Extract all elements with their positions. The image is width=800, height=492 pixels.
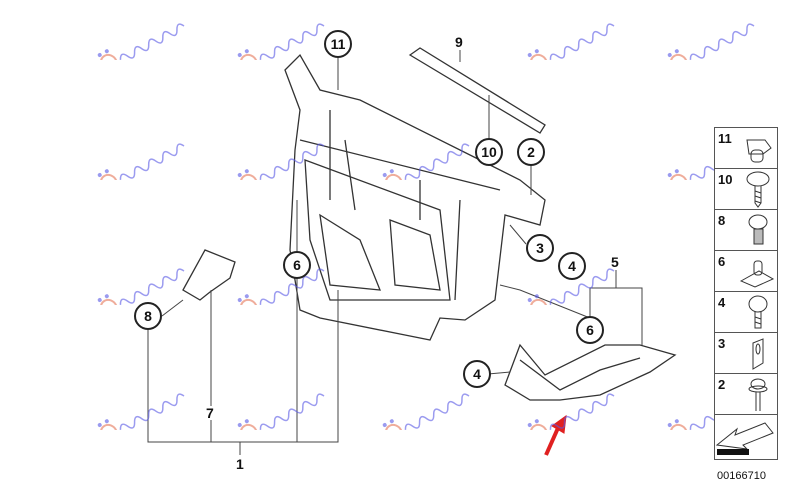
label-5: 5 bbox=[611, 254, 619, 270]
legend-item: 8 bbox=[715, 210, 777, 251]
diagram-code: 00166710 bbox=[717, 470, 766, 482]
callout-4: 4 bbox=[463, 360, 491, 388]
watermark-logo bbox=[660, 20, 770, 60]
label-9: 9 bbox=[455, 34, 463, 50]
washer-screw-icon bbox=[748, 378, 768, 411]
label-7: 7 bbox=[206, 405, 214, 421]
legend-item: 6 bbox=[715, 251, 777, 292]
watermark-logo bbox=[375, 390, 485, 430]
side-bracket-part-6 bbox=[504, 343, 677, 401]
callout-3: 3 bbox=[526, 234, 554, 262]
watermark-logo bbox=[520, 265, 630, 305]
fasteners-legend: 11 10 8 6 4 3 2 bbox=[714, 127, 778, 460]
callout-6: 6 bbox=[283, 251, 311, 279]
watermark-logo bbox=[230, 20, 340, 60]
watermark-logo bbox=[90, 390, 200, 430]
watermark-logo bbox=[90, 20, 200, 60]
callout-4: 4 bbox=[558, 252, 586, 280]
callout-8: 8 bbox=[134, 302, 162, 330]
watermark-logo bbox=[90, 140, 200, 180]
watermark-logo bbox=[375, 140, 485, 180]
legend-item: 4 bbox=[715, 292, 777, 333]
watermark-logo bbox=[230, 265, 340, 305]
watermark-logo bbox=[520, 390, 630, 430]
spring-nut-icon bbox=[739, 260, 775, 288]
callout-2: 2 bbox=[517, 138, 545, 166]
upper-strip-part-9 bbox=[408, 47, 546, 134]
watermark-logo bbox=[230, 390, 340, 430]
callout-10: 10 bbox=[475, 138, 503, 166]
legend-item: 10 bbox=[715, 169, 777, 210]
label-1: 1 bbox=[236, 456, 244, 472]
watermark-logo bbox=[520, 20, 630, 60]
callout-6: 6 bbox=[576, 316, 604, 344]
bracket-clip-icon bbox=[752, 338, 764, 370]
bracket-part-7 bbox=[182, 249, 236, 301]
legend-item: 2 bbox=[715, 374, 777, 415]
hex-bolt-icon bbox=[748, 295, 768, 329]
legend-item bbox=[715, 415, 777, 459]
watermark-logo bbox=[230, 140, 340, 180]
legend-item: 3 bbox=[715, 333, 777, 374]
tapping-screw-icon bbox=[746, 171, 770, 208]
bolt-icon bbox=[748, 214, 768, 245]
legend-item: 11 bbox=[715, 128, 777, 169]
clip-nut-icon bbox=[746, 139, 772, 163]
watermark-logo bbox=[90, 265, 200, 305]
callout-11: 11 bbox=[324, 30, 352, 58]
direction-arrow-icon bbox=[715, 422, 774, 455]
